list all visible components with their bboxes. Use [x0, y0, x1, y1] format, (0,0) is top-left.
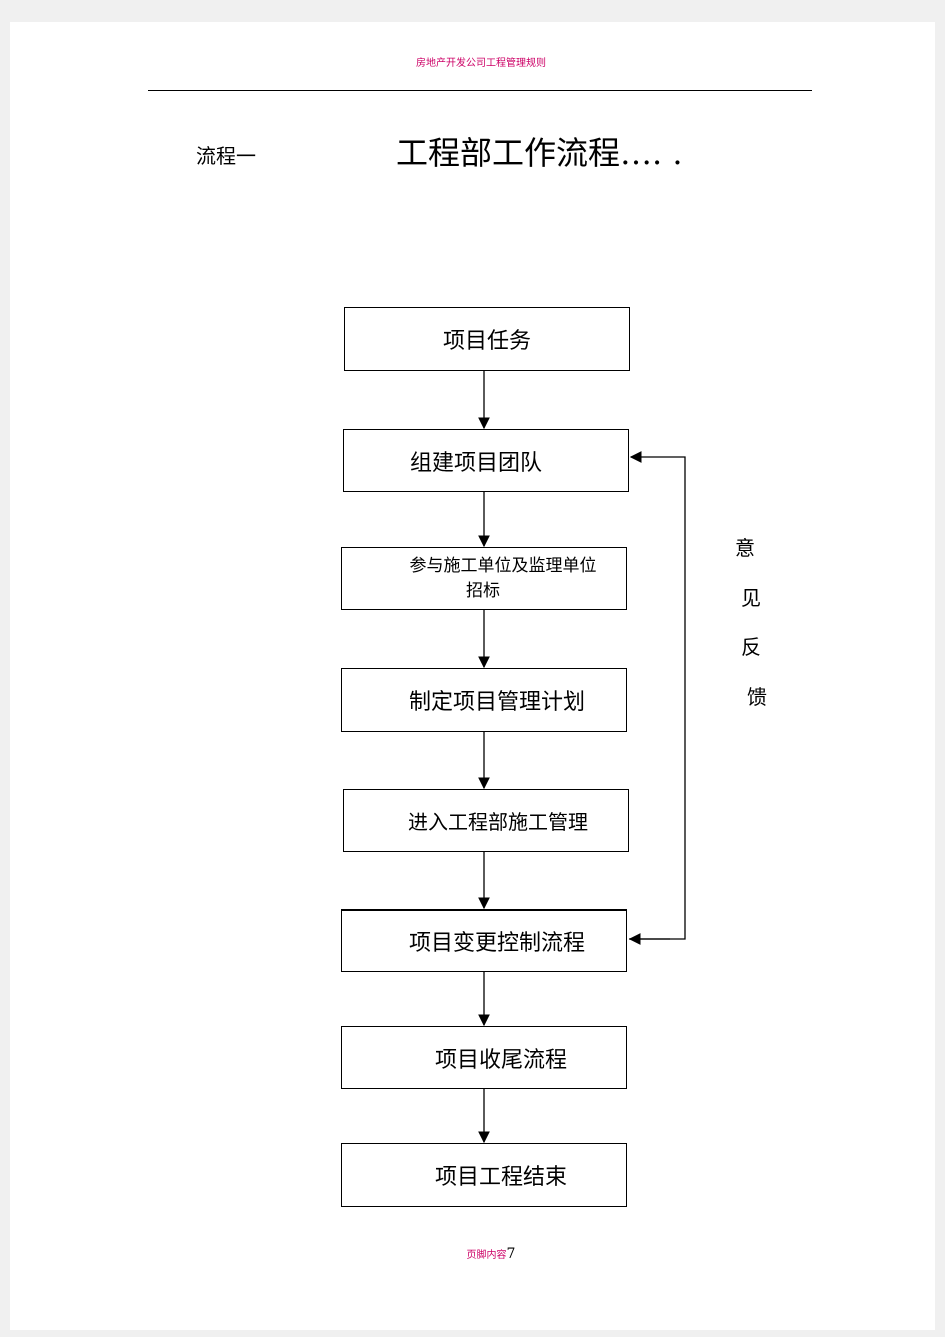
flow-step-construction-management: 进入工程部施工管理 [343, 789, 629, 852]
flow-step-label: 制定项目管理计划 [409, 690, 586, 715]
feedback-char-4: 馈 [747, 685, 767, 709]
feedback-char-3: 反 [741, 635, 761, 659]
flow-step-bidding: 参与施工单位及监理单位 招标 [341, 547, 627, 610]
feedback-loop-line [629, 451, 686, 940]
flow-step-build-team: 组建项目团队 [343, 429, 629, 492]
flow-step-label: 组建项目团队 [410, 450, 543, 476]
page-title: 工程部工作流程…. . [396, 134, 683, 172]
flow-step-label-line1: 参与施工单位及监理单位 [409, 555, 597, 576]
page-footer: 页脚内容7 [0, 1246, 945, 1262]
header-divider [148, 90, 812, 91]
page-number: 7 [506, 1246, 516, 1262]
flow-step-management-plan: 制定项目管理计划 [341, 668, 627, 732]
feedback-char-1: 意 [735, 536, 755, 560]
feedback-char-2: 见 [741, 586, 761, 610]
flow-step-change-control: 项目变更控制流程 [341, 909, 627, 972]
flow-step-label: 项目变更控制流程 [409, 931, 586, 956]
flow-step-project-task: 项目任务 [344, 307, 630, 371]
flow-step-label-line2: 招标 [466, 580, 500, 601]
footer-text: 页脚内容 [466, 1250, 507, 1261]
flow-step-label: 进入工程部施工管理 [408, 810, 588, 834]
flow-step-closeout: 项目收尾流程 [341, 1026, 627, 1089]
flow-step-label: 项目任务 [442, 329, 531, 354]
flow-step-project-end: 项目工程结束 [341, 1143, 627, 1207]
flow-step-label: 项目收尾流程 [435, 1047, 568, 1073]
flow-step-label: 项目工程结束 [435, 1165, 568, 1190]
flow-label: 流程一 [196, 144, 256, 168]
page-header: 房地产开发公司工程管理规则 [416, 58, 546, 69]
